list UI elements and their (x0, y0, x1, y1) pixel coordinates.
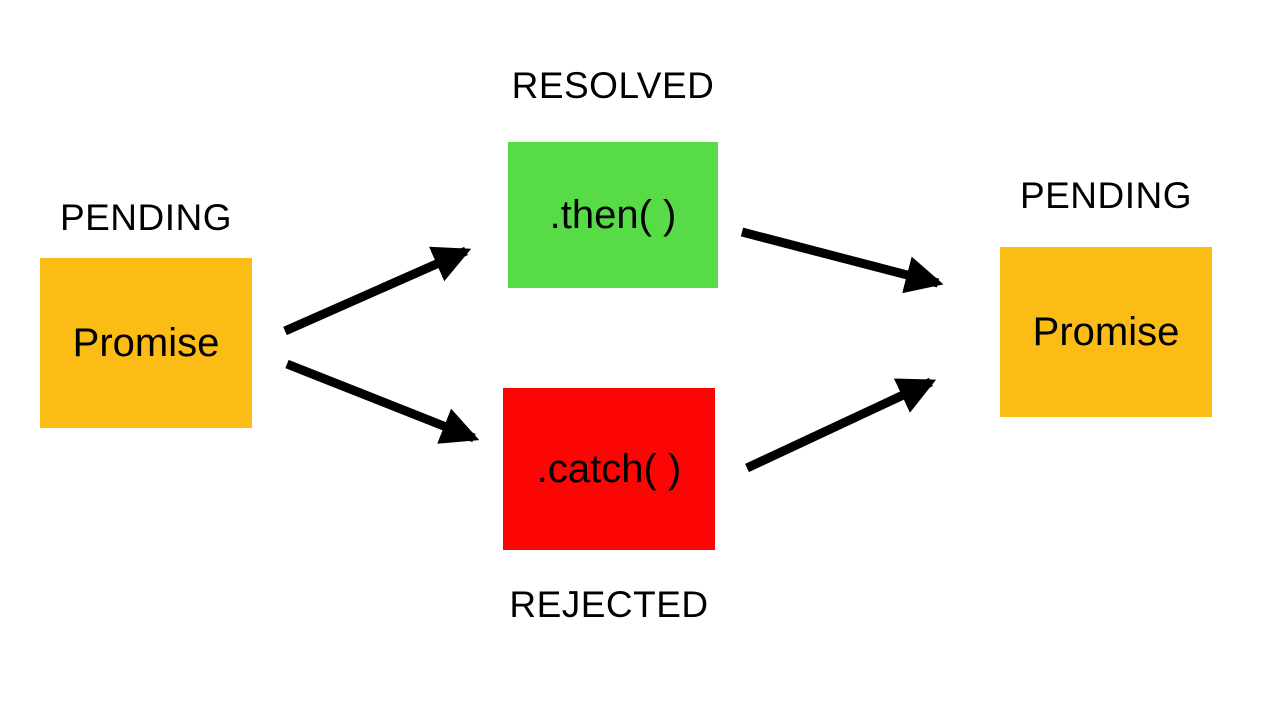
arrow-pending-to-catch (285, 359, 480, 444)
promise-box-right: Promise (1000, 247, 1212, 417)
arrow-pending-to-then (283, 246, 472, 336)
arrow-then-to-pending (740, 227, 944, 294)
catch-box-text: .catch( ) (536, 446, 682, 491)
catch-box: .catch( ) (503, 388, 715, 550)
state-label-pending-left: PENDING (59, 197, 233, 238)
state-label-pending-right: PENDING (1019, 175, 1193, 216)
state-label-resolved: RESOLVED (511, 65, 715, 106)
arrow-catch-to-pending (745, 377, 937, 473)
promise-box-left: Promise (40, 258, 252, 428)
promise-box-left-text: Promise (72, 320, 220, 365)
then-box-text: .then( ) (549, 192, 677, 237)
state-label-rejected: REJECTED (509, 584, 709, 625)
then-box: .then( ) (508, 142, 718, 288)
promise-box-right-text: Promise (1032, 309, 1180, 354)
